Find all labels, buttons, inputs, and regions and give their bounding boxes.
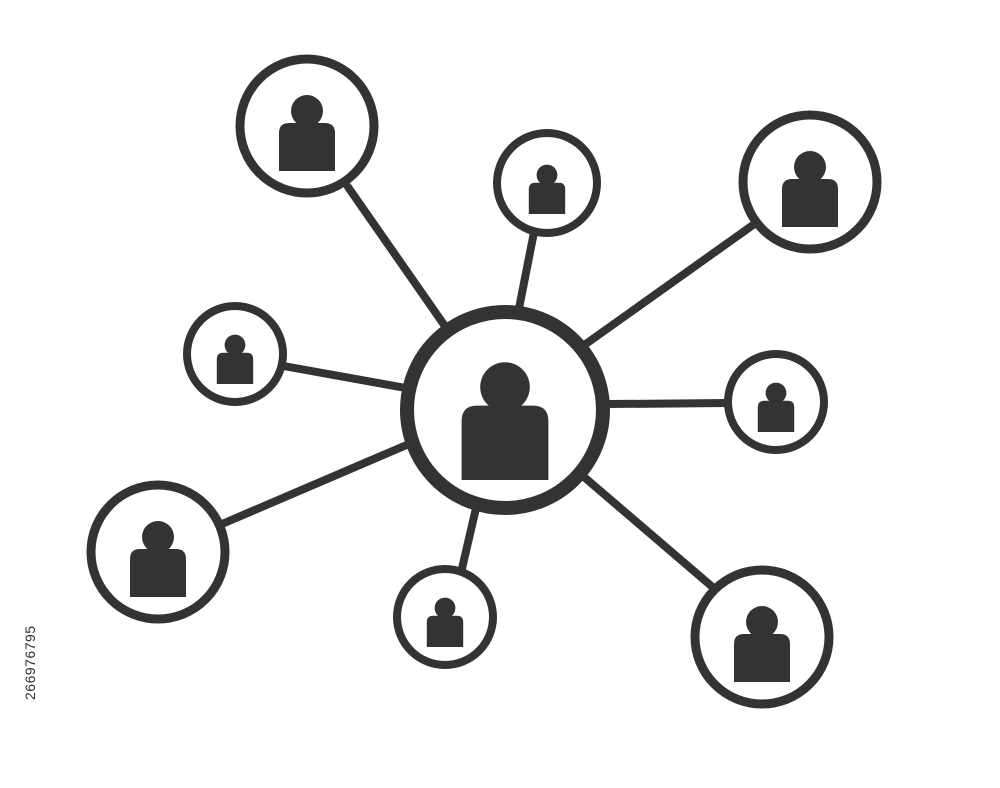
node-bottom-middle	[393, 565, 497, 669]
stock-id-label: 266976795	[22, 625, 38, 700]
node-center	[400, 305, 610, 515]
node-top-left	[235, 54, 379, 198]
node-right-middle	[724, 350, 828, 454]
node-bottom-right	[690, 565, 834, 709]
node-bottom-left	[86, 480, 230, 624]
node-left-middle	[183, 302, 287, 406]
node-top-middle	[493, 129, 601, 237]
node-top-right	[738, 110, 882, 254]
